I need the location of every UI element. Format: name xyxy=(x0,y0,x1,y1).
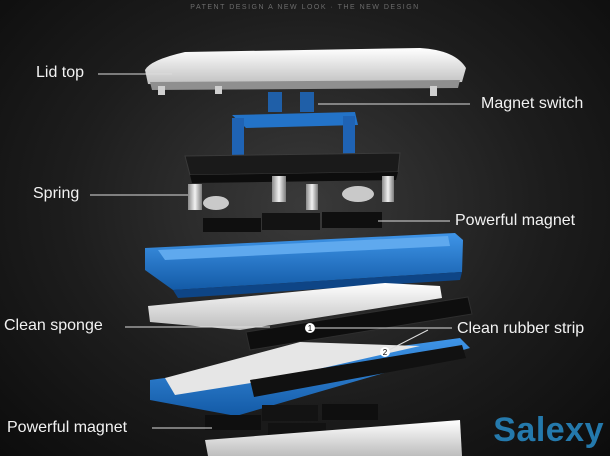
watermark-logo: Salexy xyxy=(493,411,604,449)
label-lid-top: Lid top xyxy=(36,64,85,81)
label-powerful-magnet-bottom: Powerful magnet xyxy=(7,419,128,436)
tagline: PATENT DESIGN A NEW LOOK · THE NEW DESIG… xyxy=(190,4,420,11)
blue-housing-part xyxy=(145,233,463,298)
lid-top-part xyxy=(145,48,466,96)
label-spring: Spring xyxy=(33,185,80,202)
magnet-switch-part xyxy=(232,92,358,158)
blue-base-part xyxy=(150,338,470,416)
label-powerful-magnet-top: Powerful magnet xyxy=(455,212,576,229)
label-magnet-switch: Magnet switch xyxy=(481,95,584,112)
springs xyxy=(188,176,394,210)
label-clean-rubber-strip: Clean rubber strip xyxy=(457,320,585,337)
bottom-magnets xyxy=(205,404,462,456)
label-clean-sponge: Clean sponge xyxy=(4,317,103,334)
clean-sponge-part xyxy=(148,283,442,330)
marker-2: 2 xyxy=(380,347,390,357)
top-magnets xyxy=(203,212,382,232)
marker-2-text: 2 xyxy=(383,348,388,357)
top-plate xyxy=(184,152,401,176)
marker-1-text: 1 xyxy=(308,324,313,333)
leader-lines xyxy=(90,73,470,429)
marker-1: 1 xyxy=(305,323,315,333)
top-plate-edge xyxy=(190,172,398,183)
rubber-strip-part xyxy=(245,296,473,351)
